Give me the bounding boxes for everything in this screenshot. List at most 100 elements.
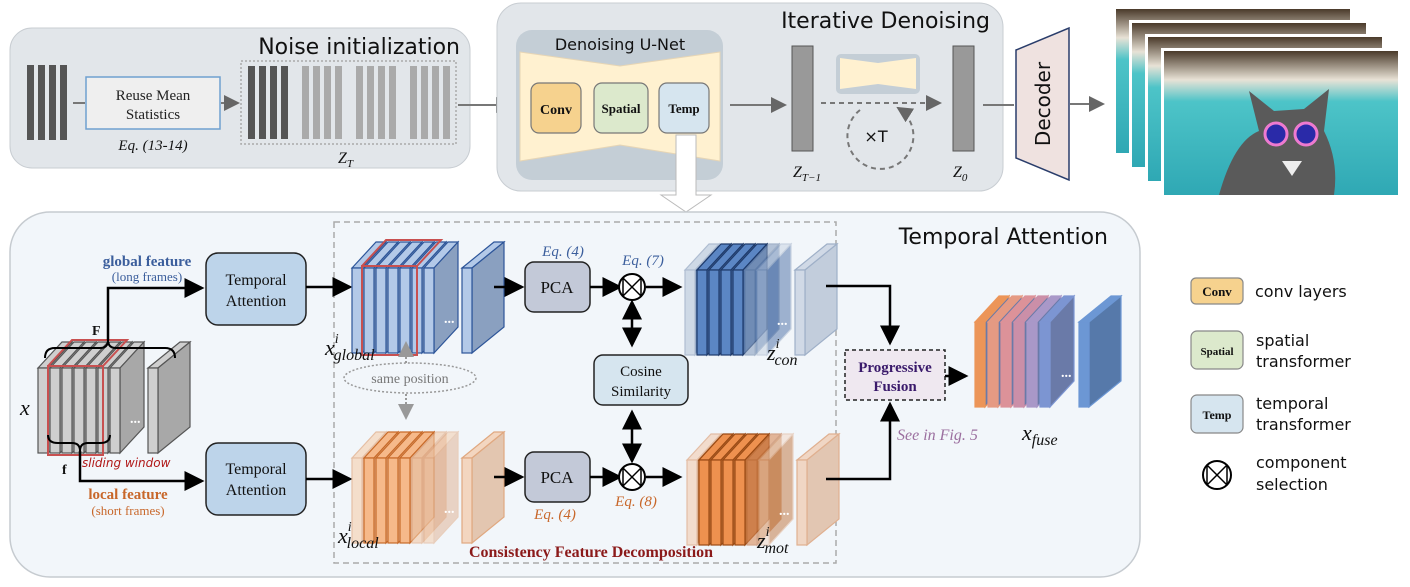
temporal-attention-title: Temporal Attention — [898, 225, 1108, 250]
slice-front — [37, 367, 49, 454]
feature-slice-last — [146, 340, 192, 455]
temporal-attention-panel: Temporal Attention Consistency Feature D… — [9, 211, 1141, 578]
eq4-global: Eq. (4) — [541, 244, 584, 260]
slice-front — [1000, 321, 1012, 408]
z0-latent — [952, 45, 975, 152]
slice-front — [399, 267, 411, 354]
latent-bar — [421, 66, 428, 139]
slice-front — [461, 267, 473, 354]
input-x-label: x — [19, 395, 30, 420]
slice-front — [1026, 321, 1038, 408]
reuse-mean-statistics-box: Reuse Mean Statistics — [85, 76, 221, 130]
slice-front — [744, 269, 756, 356]
svg-text:Reuse Mean: Reuse Mean — [116, 88, 191, 104]
ellipsis: ... — [1061, 366, 1072, 381]
slice-front — [974, 321, 986, 408]
sunglasses-right — [1293, 121, 1319, 147]
latent-bar — [378, 66, 385, 139]
svg-text:Conv: Conv — [540, 103, 572, 118]
local-feature-label: local feature — [88, 487, 168, 503]
global-feature-sub: (long frames) — [112, 269, 182, 284]
svg-text:selection: selection — [1256, 475, 1328, 494]
z-mot-stack: ... — [685, 432, 841, 547]
slice-front — [746, 459, 758, 546]
sliding-window-top — [47, 339, 130, 367]
slice-front — [734, 459, 746, 546]
svg-text:transformer: transformer — [1256, 352, 1351, 371]
latent-bar — [302, 66, 309, 139]
svg-text:transformer: transformer — [1256, 415, 1351, 434]
x-global-stack: ... — [350, 239, 506, 356]
same-position-label: same position — [371, 372, 448, 387]
temporal-attention-box-global: Temporal Attention — [205, 252, 307, 326]
component-selection-icon-global — [618, 273, 646, 301]
svg-text:Attention: Attention — [226, 482, 286, 499]
ellipsis: ... — [444, 312, 455, 327]
iterative-denoising-panel: Iterative Denoising Denoising U-Net Conv… — [496, 2, 1014, 192]
component-selection-icon-local — [618, 463, 646, 491]
svg-text:Decoder: Decoder — [1031, 61, 1055, 146]
slice-front — [363, 267, 375, 354]
slice-front — [49, 367, 61, 454]
svg-text:Conv: Conv — [1202, 284, 1232, 299]
video-frame — [1161, 48, 1401, 198]
slice-front — [399, 457, 411, 544]
svg-text:Denoising U-Net: Denoising U-Net — [555, 35, 685, 54]
feature-slice — [422, 240, 460, 355]
ellipsis: ... — [444, 502, 455, 517]
slice-front — [686, 459, 698, 546]
latent-bar — [367, 66, 374, 139]
slice-front — [720, 269, 732, 356]
ellipsis: ... — [130, 412, 141, 427]
svg-text:PCA: PCA — [540, 278, 574, 297]
latent-bar — [432, 66, 439, 139]
feature-slice-last — [795, 432, 841, 547]
denoising-unet: Denoising U-Net Conv Spatial Temp — [516, 30, 723, 180]
x-fuse-stack: ... — [973, 294, 1123, 409]
svg-text:Temporal: Temporal — [225, 461, 287, 478]
svg-text:Similarity: Similarity — [611, 384, 672, 400]
mini-unet-icon — [836, 54, 920, 94]
eq7: Eq. (7) — [621, 253, 664, 269]
slice-front — [756, 269, 768, 356]
noise-init-title: Noise initialization — [258, 35, 460, 60]
svg-text:×T: ×T — [864, 127, 887, 146]
feature-slice — [755, 242, 793, 357]
slice-front — [411, 457, 423, 544]
feature-slice-last — [1077, 294, 1123, 409]
temporal-attention-box-local: Temporal Attention — [205, 442, 307, 516]
slice-front — [387, 267, 399, 354]
iterative-title: Iterative Denoising — [781, 9, 990, 34]
slice-front — [710, 459, 722, 546]
latent-bar — [270, 66, 277, 139]
latent-bar — [443, 66, 450, 139]
noise-input-bars — [27, 65, 67, 140]
legend-item-spatial: Spatial spatial transformer — [1190, 330, 1351, 371]
slice-front — [722, 459, 734, 546]
pca-box-global: PCA — [524, 261, 591, 313]
slice-front — [684, 269, 696, 356]
slice-front — [423, 457, 435, 544]
zt-label: ZT — [338, 150, 354, 170]
svg-text:temporal: temporal — [1256, 394, 1328, 413]
decoder: Decoder — [1015, 26, 1070, 182]
sunglasses-left — [1263, 121, 1289, 147]
latent-bar — [410, 66, 417, 139]
slice-front — [351, 457, 363, 544]
noise-init-panel: Noise initialization Reuse Mean Statisti… — [9, 27, 500, 170]
cosine-similarity-box: Cosine Similarity — [593, 354, 689, 406]
see-fig-5: See in Fig. 5 — [897, 427, 978, 444]
svg-text:Temp: Temp — [1203, 408, 1232, 422]
svg-text:Progressive: Progressive — [858, 360, 932, 376]
f-label: f — [62, 463, 67, 478]
global-feature-label: global feature — [103, 254, 192, 270]
legend-item-component-selection: component selection — [1202, 453, 1347, 494]
slice-front — [796, 459, 808, 546]
x-local-stack: ... — [350, 430, 506, 545]
slice-front — [1078, 321, 1090, 408]
slice-front — [375, 267, 387, 354]
